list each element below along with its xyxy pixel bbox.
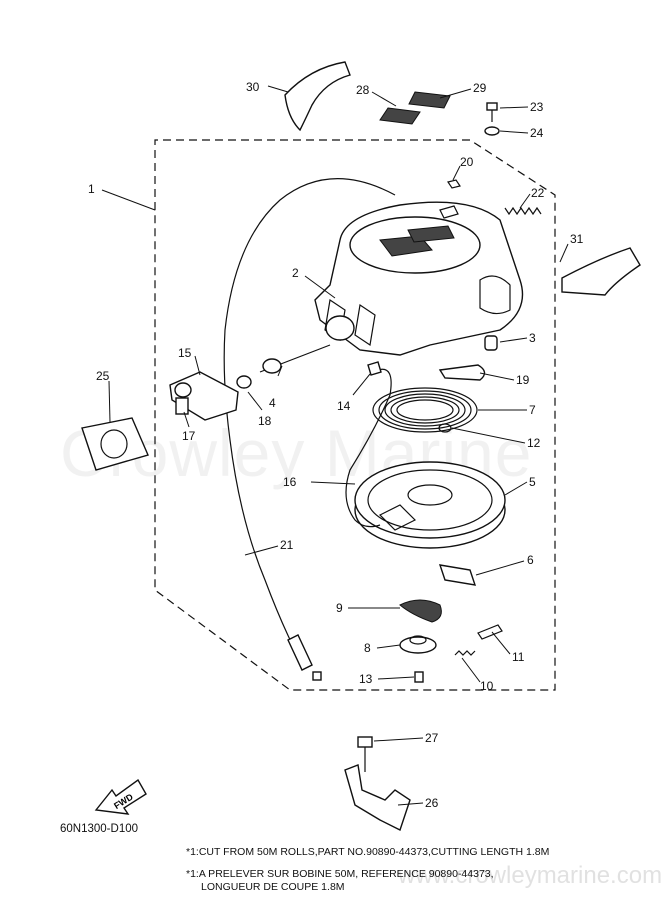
callout-21: 21 [280,538,294,552]
callout-11: 11 [512,650,525,664]
part-21-cable [223,178,396,651]
part-6-drive-plate [438,564,477,586]
note-line-1: *1:CUT FROM 50M ROLLS,PART NO.90890-4437… [186,846,550,858]
callout-31: 31 [570,232,584,246]
callout-9: 9 [336,601,343,615]
callout-23: 23 [530,100,544,114]
leader-lines [101,85,569,806]
part-25-pad [81,417,149,471]
callout-16: 16 [283,475,297,489]
part-19-pawl [438,364,486,381]
callout-20: 20 [460,155,474,169]
part-23-bolt [486,102,498,122]
callout-5: 5 [529,475,536,489]
part-4-cable-joint [259,344,331,374]
callout-22: 22 [531,186,545,200]
callout-2: 2 [292,266,299,280]
part-18-nut [236,375,252,389]
note-line-2: *1:A PRELEVER SUR BOBINE 50M, REFERENCE … [186,868,494,880]
part-15-bracket [169,371,239,421]
callout-19: 19 [516,373,530,387]
part-20-pin [439,179,461,219]
assembly-boundary [154,139,556,691]
callout-10: 10 [480,679,494,693]
website-watermark: www.crowleymarine.com [398,862,661,889]
diagram-code: 60N1300-D100 [60,823,139,835]
callout-1: 1 [88,182,95,196]
part-27-bolt [357,736,373,772]
note-line-3: LONGUEUR DE COUPE 1.8M [201,881,345,893]
fwd-arrow: FWD [94,778,147,815]
cable-end [287,634,313,671]
part-30-decal [284,61,351,132]
part-14-tube [367,361,382,376]
callout-12: 12 [527,436,541,450]
part-11-spring [477,624,503,640]
part-22-spring [504,206,542,216]
callout-27: 27 [425,731,439,745]
part-31-decal [561,247,641,296]
callout-18: 18 [258,414,272,428]
callout-26: 26 [425,796,439,810]
callout-6: 6 [527,553,534,567]
part-28-label [379,107,421,125]
callout-28: 28 [356,83,370,97]
part-2-starter-case [314,201,524,356]
callout-24: 24 [530,126,544,140]
part-26-bracket [344,764,411,831]
callout-17: 17 [182,429,196,443]
callout-8: 8 [364,641,371,655]
part-3-bushing [484,335,498,351]
part-5-pulley [354,461,506,549]
part-13-bolt [414,671,424,683]
part-9-plate [399,599,442,623]
callout-15: 15 [178,346,192,360]
callout-29: 29 [473,81,487,95]
part-16-cable [345,368,392,528]
callout-30: 30 [246,80,260,94]
part-10-spring [454,650,476,656]
part-8-collar [399,635,437,654]
callout-25: 25 [96,369,110,383]
callout-7: 7 [529,403,536,417]
part-12-clip [438,423,452,433]
part-24-washer [484,126,500,136]
callout-13: 13 [359,672,373,686]
part-7-spiral-spring [372,387,478,433]
callout-4: 4 [269,396,276,410]
part-29-label [408,91,451,109]
callout-3: 3 [529,331,536,345]
callout-14: 14 [337,399,351,413]
cable-end-tip [312,671,322,681]
